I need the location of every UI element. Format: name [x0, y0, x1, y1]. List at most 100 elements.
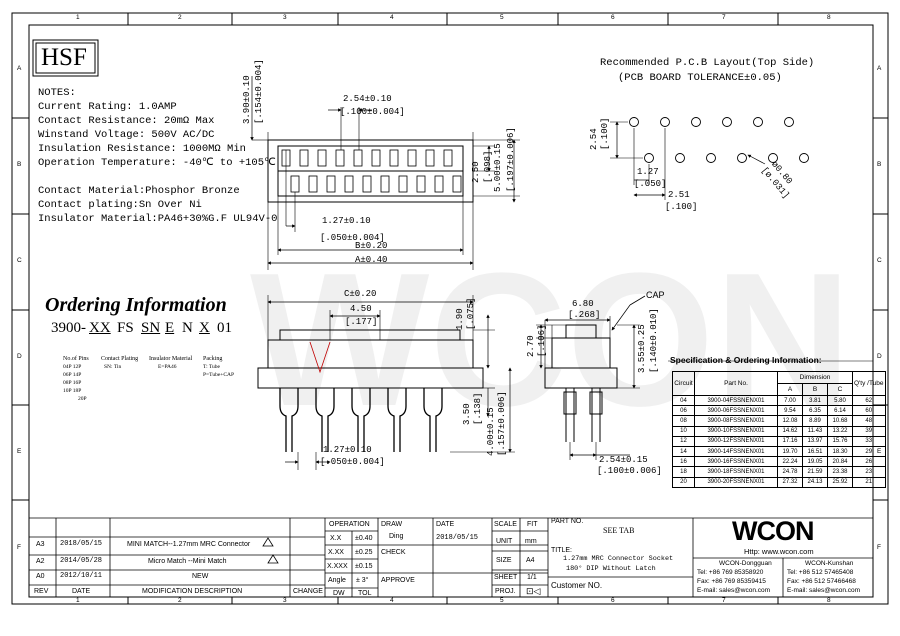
- note-item: Insulation Resistance: 1000MΩ Min: [38, 143, 246, 155]
- dim-b: B±0.20: [355, 241, 388, 251]
- cell-a: 27.32: [777, 476, 803, 488]
- pcb-title: Recommended P.C.B Layout(Top Side): [600, 57, 815, 69]
- change-header: CHANGE: [293, 588, 323, 595]
- table-row: 08 3900-08FSSNENX01 12.08 8.89 10.68 48: [672, 415, 886, 427]
- dim-pitch: 2.54±0.10: [343, 94, 392, 104]
- note-item: Winstand Voltage: 500V AC/DC: [38, 129, 215, 141]
- office-1-name: WCON-Dongguan: [719, 560, 772, 567]
- draw-label: DRAW: [381, 521, 403, 528]
- zone-col-8-bottom: 8: [827, 597, 831, 604]
- zone-col-5-bottom: 5: [500, 597, 504, 604]
- cell-circuit: 16: [672, 456, 695, 468]
- cell-qty: 26: [852, 456, 886, 468]
- spec-header-a: A: [777, 383, 803, 396]
- size-value: A4: [526, 557, 535, 564]
- zone-row-d-right: D: [877, 353, 882, 360]
- cell-c: 18.30: [827, 445, 853, 458]
- hsf-logo: HSF: [41, 44, 87, 71]
- cell-a: 7.00: [777, 394, 803, 407]
- zone-row-b-right: B: [877, 161, 882, 168]
- rev-a2: A2: [36, 558, 45, 565]
- sheet-value: 1/1: [527, 574, 537, 581]
- dim-400: 4.00±0.15: [486, 407, 496, 456]
- cell-c: 13.22: [827, 425, 853, 437]
- operation-label: OPERATION: [329, 521, 370, 528]
- zone-row-d: D: [17, 353, 22, 360]
- pcb-dim-251: 2.51: [668, 190, 690, 200]
- title-line-1: 1.27mm MRC Connector Socket: [563, 555, 674, 563]
- dim-190: 1.90: [455, 308, 465, 330]
- angle-label: Angle: [328, 577, 346, 584]
- label-packing: Packing: [203, 356, 223, 362]
- code-suffix: 01: [217, 320, 232, 336]
- cell-qty: 21: [852, 476, 886, 488]
- table-row: 18 3900-18FSSNENX01 24.78 21.59 23.38 23: [672, 466, 886, 478]
- scale-value: FIT: [527, 521, 538, 528]
- cell-b: 21.59: [802, 466, 828, 478]
- cell-b: 24.13: [802, 476, 828, 488]
- side-view: [536, 295, 646, 460]
- cell-a: 22.24: [777, 456, 803, 468]
- cell-b: 16.51: [802, 445, 828, 458]
- unit-label: UNIT: [496, 538, 513, 545]
- dim-254-inch: [.100±0.006]: [597, 466, 662, 476]
- cell-c: 23.38: [827, 466, 853, 478]
- cell-b: 3.81: [802, 394, 828, 407]
- cell-qty: 29: [852, 445, 886, 458]
- office-2-name: WCON-Kunshan: [805, 560, 854, 567]
- dim-400-inch: [.157±0.006]: [497, 391, 507, 456]
- spec-header-qty: Q'ty /Tube: [852, 371, 886, 396]
- cell-qty: 33: [852, 435, 886, 447]
- zone-row-b: B: [17, 161, 22, 168]
- dim-127-inch: [.050±0.004]: [320, 457, 385, 467]
- tol-x: X.X: [330, 535, 342, 542]
- packing-value: P=Tube+CAP: [203, 372, 235, 378]
- drawer-name: Ding: [389, 533, 404, 540]
- code-n: N: [182, 320, 193, 336]
- table-row: 16 3900-16FSSNENX01 22.24 19.05 20.84 26: [672, 456, 886, 468]
- dim-450-inch: [.177]: [345, 317, 378, 327]
- spec-table: Circuit Part No. Dimension Q'ty /Tube A …: [672, 371, 886, 488]
- zone-col-3: 3: [283, 14, 287, 21]
- dim-270: 2.70: [526, 335, 536, 357]
- dim-355: 3.55±0.25: [637, 324, 647, 373]
- office-1-fax: Fax: +86 769 85359415: [697, 578, 766, 585]
- table-row: 06 3900-06FSSNENX01 9.54 6.35 6.14 60: [672, 405, 886, 417]
- zone-row-f: F: [17, 544, 21, 551]
- zone-col-4-bottom: 4: [390, 597, 394, 604]
- cell-a: 14.62: [777, 425, 803, 437]
- dim-355-inch: [.140±0.010]: [649, 308, 659, 373]
- front-view: [257, 295, 515, 470]
- cell-circuit: 20: [672, 476, 695, 488]
- cell-part: 3900-08FSSNENX01: [694, 415, 778, 427]
- cell-c: 20.84: [827, 456, 853, 468]
- zone-col-2-bottom: 2: [178, 597, 182, 604]
- dim-680-inch: [.268]: [568, 310, 601, 320]
- dw-label: DW: [333, 590, 345, 597]
- dim-680: 6.80: [572, 299, 594, 309]
- dim-pitch-inch: [.100±0.004]: [340, 107, 405, 117]
- cell-part: 3900-18FSSNENX01: [694, 466, 778, 478]
- cell-circuit: 08: [672, 415, 695, 427]
- cap-label: CAP: [646, 290, 665, 300]
- zone-col-1: 1: [76, 14, 80, 21]
- pcb-subtitle: (PCB BOARD TOLERANCE±0.05): [618, 72, 782, 84]
- zone-col-8: 8: [827, 14, 831, 21]
- dim-250: 2.50: [471, 161, 481, 183]
- zone-row-f-right: F: [877, 544, 881, 551]
- notes-title: NOTES:: [38, 87, 76, 99]
- dim-half-pitch: 1.27±0.10: [322, 216, 371, 226]
- cell-part: 3900-06FSSNENX01: [694, 405, 778, 417]
- dim-c: C±0.20: [344, 289, 377, 299]
- zone-col-3-bottom: 3: [283, 597, 287, 604]
- pcb-dim-127-inch: [.050]: [634, 179, 667, 189]
- rev-a3-desc: MINI MATCH--1.27mm MRC Connector: [127, 541, 251, 548]
- cell-c: 15.76: [827, 435, 853, 447]
- rev-a3-date: 2018/05/15: [60, 540, 103, 548]
- material-item: Contact Material:Phosphor Bronze: [38, 185, 240, 197]
- cell-a: 9.54: [777, 405, 803, 417]
- inner-frame: [28, 24, 874, 598]
- zone-row-c: C: [17, 257, 22, 264]
- rev-a2-date: 2014/05/28: [60, 557, 103, 565]
- packing-value: T: Tube: [203, 364, 220, 370]
